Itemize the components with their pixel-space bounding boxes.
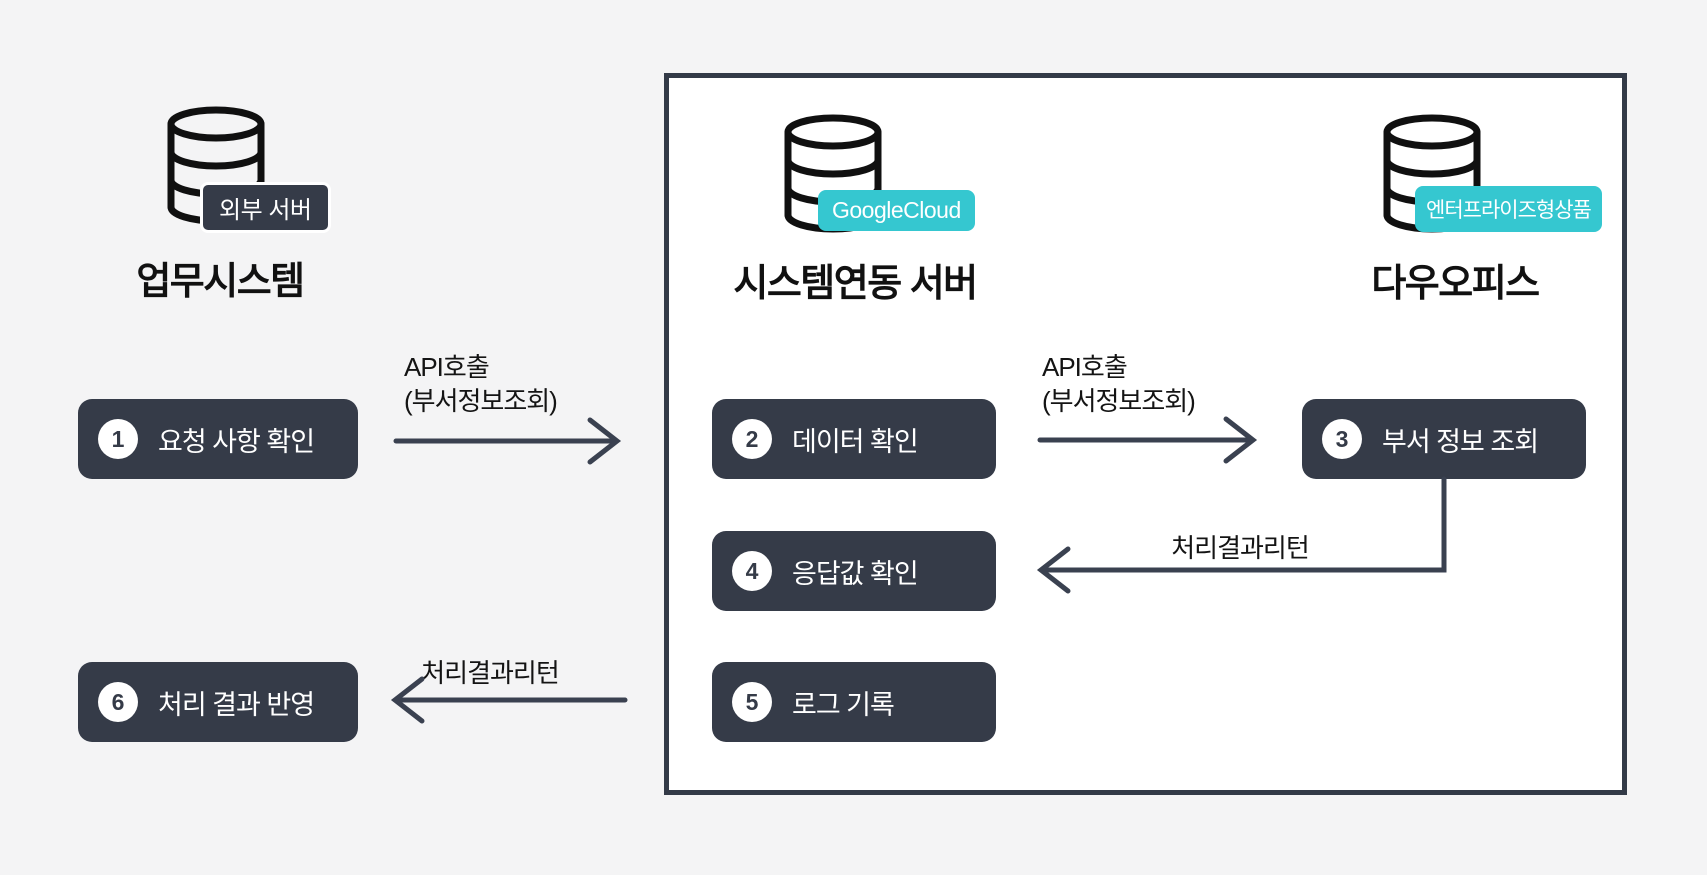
api-call-label-line1: API호출 bbox=[404, 352, 490, 382]
step-label: 부서 정보 조회 bbox=[1382, 426, 1539, 457]
step-box-2: 2 데이터 확인 bbox=[712, 399, 996, 479]
api-call-label-line1: API호출 bbox=[1042, 352, 1128, 382]
api-call-label-line2: (부서정보조회) bbox=[404, 386, 558, 416]
return-label-top: 처리결과리턴 bbox=[1171, 533, 1310, 563]
step-number-badge: 3 bbox=[1322, 419, 1362, 459]
step-box-3: 3 부서 정보 조회 bbox=[1302, 399, 1586, 479]
step-number-badge: 1 bbox=[98, 419, 138, 459]
integration-server-title: 시스템연동 서버 bbox=[733, 263, 978, 305]
google-cloud-badge: GoogleCloud bbox=[818, 190, 975, 231]
arrow-api-call-1-head-icon bbox=[587, 417, 622, 465]
step-label: 응답값 확인 bbox=[792, 558, 919, 589]
step-number-badge: 2 bbox=[732, 419, 772, 459]
step-label: 데이터 확인 bbox=[792, 426, 919, 457]
step-label: 처리 결과 반영 bbox=[158, 689, 315, 720]
step-box-4: 4 응답값 확인 bbox=[712, 531, 996, 611]
external-server-badge: 외부 서버 bbox=[200, 182, 331, 233]
step-label: 로그 기록 bbox=[792, 689, 895, 720]
step-box-5: 5 로그 기록 bbox=[712, 662, 996, 742]
step-number-badge: 5 bbox=[732, 682, 772, 722]
return-label-bottom: 처리결과리턴 bbox=[421, 658, 560, 688]
step-box-6: 6 처리 결과 반영 bbox=[78, 662, 358, 742]
api-call-label-1: API호출 (부서정보조회) bbox=[404, 350, 558, 418]
dauoffice-title: 다우오피스 bbox=[1371, 263, 1540, 305]
external-system-title: 업무시스템 bbox=[136, 261, 305, 303]
api-call-label-2: API호출 (부서정보조회) bbox=[1042, 350, 1196, 418]
step-number-badge: 4 bbox=[732, 551, 772, 591]
step-label: 요청 사항 확인 bbox=[158, 426, 315, 457]
step-number-badge: 6 bbox=[98, 682, 138, 722]
api-call-label-line2: (부서정보조회) bbox=[1042, 386, 1196, 416]
step-box-1: 1 요청 사항 확인 bbox=[78, 399, 358, 479]
enterprise-product-badge: 엔터프라이즈형상품 bbox=[1415, 186, 1602, 232]
